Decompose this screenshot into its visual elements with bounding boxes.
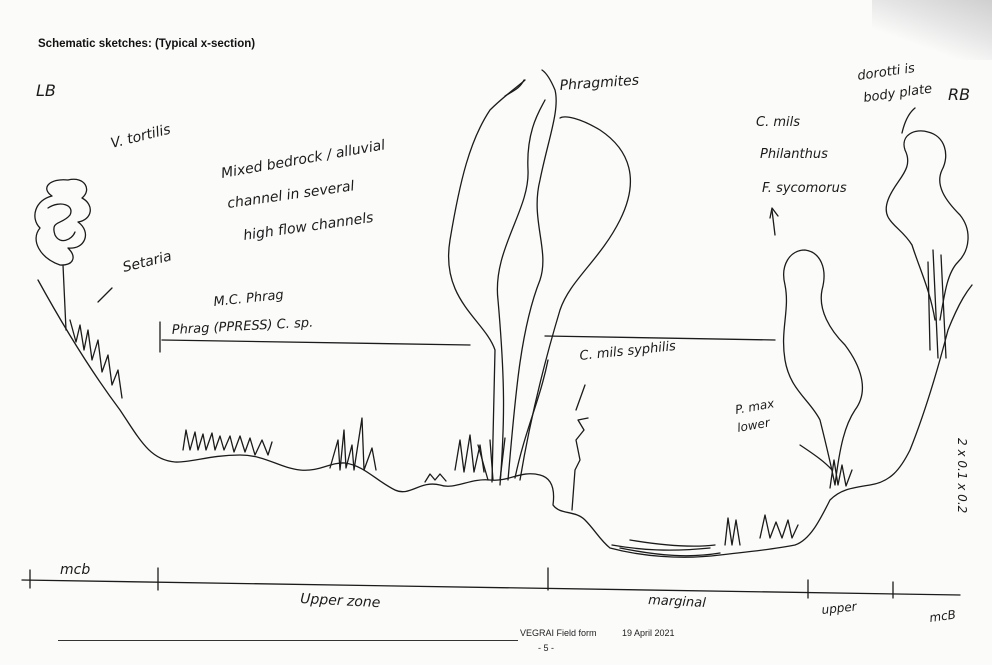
- tree-canopy-left-swirl: [48, 204, 75, 241]
- footer-form-name: VEGRAI Field form: [520, 628, 597, 638]
- reed-stem-3: [520, 117, 630, 480]
- zone-label-mcb-right: mcB: [928, 607, 956, 625]
- tree-trunk-far-right: [928, 250, 946, 358]
- mc-phrag-label-1: M.C. Phrag: [213, 288, 285, 310]
- zone-label-mcb-left: mcb: [60, 562, 90, 578]
- setaria-pointer: [98, 288, 112, 302]
- riverbed-hatch-2: [620, 548, 720, 556]
- p-max-label: P. max: [734, 396, 776, 417]
- left-bank-label: LB: [36, 81, 56, 100]
- zone-label-upper: Upper zone: [300, 591, 381, 611]
- philanthus-label: Philanthus: [760, 147, 828, 162]
- flow-level-line-right: [545, 336, 775, 340]
- marginal-pointer: [576, 385, 585, 410]
- right-bank-label: RB: [948, 85, 970, 104]
- grass-tuft-3: [425, 474, 446, 482]
- vertical-notes: 2 x 0.1 x 0.2: [955, 438, 969, 513]
- c-mils-syphilis-label: C. mils syphilis: [579, 339, 677, 364]
- tree-trunk-left: [63, 265, 66, 330]
- dorotti-label: dorotti is: [856, 61, 916, 84]
- mixed-channel-line-1: Mixed bedrock / alluvial: [220, 137, 387, 182]
- lower-label: lower: [736, 415, 772, 435]
- tree-canopy-right: [784, 250, 863, 485]
- right-tree-pointer: [772, 210, 775, 235]
- reed-stem-5: [515, 360, 548, 478]
- footer-date: 19 April 2021: [622, 628, 675, 638]
- riverbed-hatch-3: [630, 540, 715, 546]
- far-right-pointer: [902, 108, 915, 133]
- footer-rule: [58, 640, 518, 641]
- grass-tuft-4: [455, 435, 484, 472]
- c-mils-label: C. mils: [756, 115, 800, 130]
- grass-tuft-2: [330, 418, 376, 470]
- tree-canopy-left: [35, 179, 90, 265]
- zone-label-upper-right: upper: [821, 599, 858, 617]
- grass-tuft-1: [183, 430, 272, 455]
- grass-tuft-6: [760, 515, 798, 538]
- f-sycomorus-label: F. sycomorus: [762, 181, 847, 196]
- tree-canopy-far-right: [886, 131, 968, 320]
- footer-page-number: - 5 -: [538, 643, 554, 653]
- v-tortilis-label: V. tortilis: [109, 122, 172, 152]
- marginal-shrub: [572, 418, 588, 510]
- mixed-channel-line-3: high flow channels: [242, 210, 374, 244]
- phragmites-label: Phragmites: [559, 72, 639, 94]
- reed-clump-centre: [478, 438, 505, 480]
- zone-bar-line: [22, 580, 960, 595]
- setaria-grass: [70, 320, 122, 398]
- body-plate-label: body plate: [862, 81, 933, 105]
- grass-tuft-5: [725, 518, 740, 545]
- right-tree-arrow-head: [770, 208, 778, 218]
- mc-phrag-label-2: Phrag (PPRESS) C. sp.: [171, 316, 313, 338]
- setaria-label: Setaria: [121, 248, 173, 276]
- ground-profile-line: [38, 280, 972, 557]
- reed-stem-4: [497, 100, 545, 485]
- zone-label-marginal: marginal: [648, 593, 707, 611]
- mixed-channel-line-2: channel in several: [226, 178, 355, 212]
